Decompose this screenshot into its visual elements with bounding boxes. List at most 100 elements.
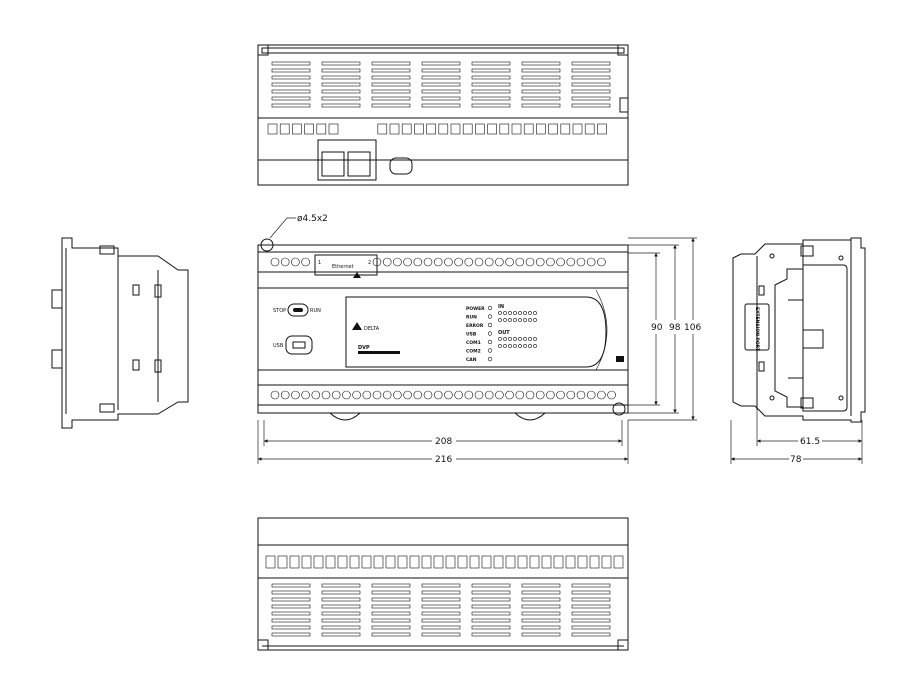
terminal-block: [277, 555, 288, 569]
terminal-screw: [454, 257, 463, 267]
brand-logo: DELTA: [364, 326, 380, 332]
terminal-block: [572, 123, 583, 135]
vent-slot: [371, 68, 411, 73]
vent-slot: [471, 103, 511, 108]
terminal-screw: [607, 390, 616, 400]
terminal-screw: [393, 257, 402, 267]
terminal-screw: [301, 257, 310, 267]
dim-106: 106: [684, 323, 701, 333]
status-led-label-run: RUN: [466, 315, 477, 321]
terminal-screw: [586, 390, 596, 400]
terminal-screw: [382, 257, 392, 267]
vent-slot: [421, 611, 461, 616]
io-led-icon: [503, 344, 507, 348]
switch-run-label: RUN: [310, 308, 321, 314]
vent-slot: [421, 89, 461, 94]
bottom-view: [257, 517, 629, 651]
terminal-block: [601, 555, 612, 569]
vent-slot: [371, 597, 411, 602]
terminal-block: [445, 555, 456, 569]
vent-slot: [521, 75, 561, 80]
vent-slot: [321, 89, 361, 94]
vent-slot: [321, 68, 361, 73]
terminal-block: [475, 123, 485, 135]
vent-slot: [271, 604, 311, 609]
vent-slot: [321, 103, 361, 108]
vent-slot: [571, 82, 611, 87]
terminal-screw: [566, 257, 576, 267]
model-label: DVP: [358, 345, 370, 351]
io-led-icon: [498, 337, 502, 341]
terminal-block: [401, 123, 412, 135]
status-led-label-com2: COM2: [466, 349, 481, 355]
vent-slot: [371, 590, 411, 595]
left-side-view: [51, 237, 189, 429]
vent-slot: [571, 618, 611, 623]
status-led-label-error: ERROR: [466, 323, 484, 329]
vent-slot: [421, 618, 461, 623]
vent-slot: [371, 583, 411, 588]
io-led-icon: [528, 344, 532, 348]
terminal-screw: [352, 390, 361, 400]
io-led-icon: [533, 344, 537, 348]
vent-slot: [471, 89, 511, 94]
terminal-screw: [464, 390, 474, 400]
terminal-screw: [372, 257, 382, 267]
terminal-screw: [291, 390, 300, 400]
terminal-screw: [474, 257, 484, 267]
vent-slot: [371, 625, 411, 630]
out-label: OUT: [498, 330, 510, 336]
switch-stop-label: STOP: [273, 308, 286, 314]
terminal-block: [373, 555, 384, 569]
io-led-icon: [503, 337, 507, 341]
io-led-icon: [528, 337, 532, 341]
terminal-screw: [382, 390, 392, 400]
vent-slot: [321, 604, 361, 609]
vent-slot: [471, 632, 511, 637]
vent-slot: [421, 96, 461, 101]
terminal-screw: [433, 390, 443, 400]
io-led-icon: [518, 311, 522, 315]
mounting-hole-icon: [260, 238, 274, 252]
terminal-screw: [362, 390, 372, 400]
vent-slot: [471, 82, 511, 87]
terminal-block: [316, 123, 327, 135]
vent-slot: [521, 625, 561, 630]
vent-slot: [371, 604, 411, 609]
vent-slot: [321, 75, 361, 80]
vent-slot: [571, 632, 611, 637]
io-led-icon: [528, 318, 532, 322]
vent-slot: [521, 618, 561, 623]
vent-slot: [321, 96, 361, 101]
vent-slot: [521, 61, 561, 66]
vent-slot: [471, 590, 511, 595]
terminal-block: [414, 123, 424, 135]
terminal-screw: [484, 390, 494, 400]
status-led-icon: [487, 356, 493, 362]
terminal-screw: [586, 257, 596, 267]
terminal-screw: [372, 390, 382, 400]
terminal-block: [313, 555, 324, 569]
vent-slot: [271, 632, 311, 637]
vent-slot: [321, 632, 361, 637]
terminal-block: [493, 555, 504, 569]
io-led-icon: [533, 318, 537, 322]
terminal-screw: [413, 257, 423, 267]
vent-slot: [321, 611, 361, 616]
terminal-screw: [525, 257, 535, 267]
terminal-block: [499, 123, 510, 135]
io-led-icon: [533, 311, 537, 315]
ethernet-port-2: 2: [368, 260, 371, 266]
terminal-screw: [515, 390, 525, 400]
terminal-screw: [270, 390, 280, 400]
dim-208: 208: [435, 437, 452, 447]
terminal-screw: [393, 390, 402, 400]
io-led-icon: [508, 311, 512, 315]
vent-slot: [571, 590, 611, 595]
terminal-block: [265, 555, 276, 569]
dim-98: 98: [669, 323, 681, 333]
vent-slot: [471, 597, 511, 602]
terminal-block: [450, 123, 461, 135]
terminal-block: [560, 123, 571, 135]
ethernet-port-1: 1: [318, 260, 321, 266]
